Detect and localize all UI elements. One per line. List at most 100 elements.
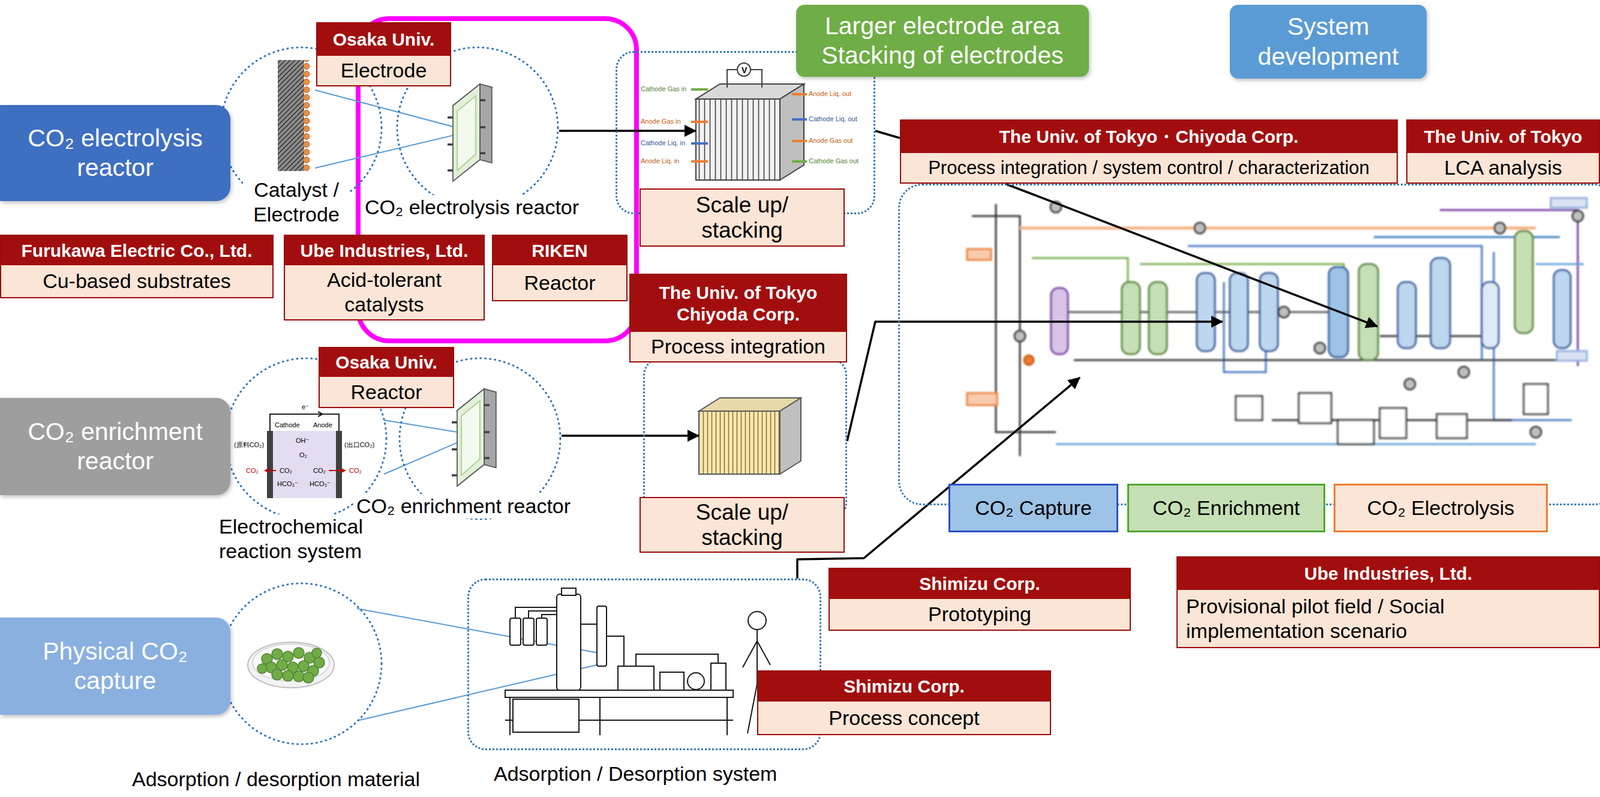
reactor-plate bbox=[452, 83, 480, 182]
stack-illustration bbox=[691, 160, 708, 163]
sorbent-dish bbox=[252, 643, 330, 681]
adsorption-rig bbox=[580, 623, 624, 666]
port-label: Anode Gas in bbox=[640, 117, 681, 126]
process-flowsheet bbox=[1148, 281, 1167, 354]
species-label: Cathode bbox=[274, 421, 300, 429]
sorbent-dish bbox=[293, 670, 305, 682]
stack-illustration bbox=[791, 118, 807, 121]
role-text: LCA analysis bbox=[1407, 152, 1599, 183]
process-flowsheet bbox=[1535, 263, 1584, 266]
process-flowsheet bbox=[1314, 342, 1326, 354]
process-flowsheet bbox=[1572, 210, 1584, 222]
adsorption-rig bbox=[505, 587, 771, 735]
process-flowsheet bbox=[1298, 392, 1332, 423]
process-flowsheet bbox=[1458, 366, 1470, 378]
organization-name: Shimizu Corp. bbox=[829, 568, 1130, 599]
adsorption-rig bbox=[505, 689, 734, 698]
heading-text: System development bbox=[1238, 11, 1419, 71]
process-flowsheet bbox=[1014, 201, 1584, 438]
flow-connector bbox=[561, 434, 699, 437]
category-title: Physical CO₂ capture bbox=[8, 636, 222, 696]
reactor-plate bbox=[451, 388, 497, 486]
reactor-plate bbox=[461, 400, 480, 476]
adsorption-rig bbox=[509, 617, 521, 645]
process-flowsheet bbox=[1073, 359, 1584, 362]
process-flowsheet bbox=[1514, 230, 1533, 333]
reactor-plate bbox=[447, 83, 492, 182]
circle-caption: Electrochemical reaction system bbox=[216, 514, 385, 564]
cell-schematic bbox=[263, 411, 347, 498]
zoom-line bbox=[314, 133, 462, 168]
organization-box: Shimizu Corp.Process concept bbox=[757, 670, 1052, 735]
stack-illustration bbox=[791, 139, 807, 143]
adsorption-rig bbox=[617, 665, 654, 690]
adsorption-rig bbox=[536, 617, 548, 645]
heading-box: Larger electrode area Stacking of electr… bbox=[796, 4, 1089, 77]
stack-illustration bbox=[791, 92, 807, 96]
species-label: (出口CO₂) bbox=[344, 440, 375, 449]
process-flowsheet bbox=[1550, 197, 1587, 208]
process-flowsheet bbox=[1404, 378, 1416, 390]
panel-caption: Adsorption / Desorption system bbox=[491, 761, 780, 786]
port-label: Cathode Gas in bbox=[640, 85, 687, 93]
cell-schematic bbox=[335, 430, 342, 498]
organization-name: Ube Industries, Ltd. bbox=[284, 235, 484, 266]
cell-schematic bbox=[317, 411, 323, 417]
process-flowsheet bbox=[1014, 330, 1026, 342]
stack-illustration bbox=[691, 88, 708, 91]
organization-box: The Univ. of TokyoLCA analysis bbox=[1406, 119, 1600, 184]
circle-caption: Adsorption / desorption material bbox=[129, 766, 423, 792]
adsorption-rig bbox=[635, 653, 719, 666]
role-text: Reactor bbox=[319, 376, 453, 407]
process-flowsheet bbox=[1019, 226, 1536, 230]
stack-illustration bbox=[691, 120, 708, 123]
organization-name: Shimizu Corp. bbox=[758, 671, 1050, 702]
adsorption-rig bbox=[687, 672, 705, 690]
adsorption-rig bbox=[561, 587, 576, 596]
heading-box: System development bbox=[1229, 4, 1427, 79]
organization-box: Furukawa Electric Co., Ltd.Cu-based subs… bbox=[0, 234, 274, 299]
role-text: Process integration bbox=[630, 331, 846, 362]
organization-name: The Univ. of Tokyo・Chiyoda Corp. bbox=[901, 120, 1397, 153]
cell-schematic bbox=[272, 430, 336, 498]
species-label: CO₂ bbox=[313, 466, 326, 475]
sorbent-dish bbox=[311, 647, 322, 658]
dotted-circle bbox=[397, 47, 558, 209]
adsorption-rig bbox=[505, 697, 734, 735]
flow-connector bbox=[559, 129, 696, 132]
species-label: O₂ bbox=[299, 451, 308, 459]
sorbent-dish bbox=[276, 659, 288, 671]
sorbent-dish bbox=[247, 641, 335, 688]
organization-box: The Univ. of Tokyo Chiyoda Corp.Process … bbox=[629, 273, 848, 363]
port-label: Cathode Liq. out bbox=[808, 115, 858, 123]
process-flowsheet bbox=[1494, 222, 1506, 234]
port-label: Anode Liq. in bbox=[640, 157, 680, 165]
zoom-line bbox=[314, 89, 462, 129]
stack-illustration bbox=[791, 160, 807, 163]
stack-illustration bbox=[779, 397, 801, 474]
reactor-plate bbox=[447, 100, 486, 171]
species-label: (原料CO₂) bbox=[233, 440, 264, 449]
organization-name: The Univ. of Tokyo Chiyoda Corp. bbox=[630, 274, 846, 332]
process-flowsheet bbox=[1436, 413, 1467, 438]
species-label: e⁻ bbox=[301, 403, 309, 411]
heading-text: Larger electrode area Stacking of electr… bbox=[813, 11, 1073, 71]
stack-illustration bbox=[698, 397, 801, 474]
stage-text: CO₂ Electrolysis bbox=[1367, 495, 1515, 521]
reactor-plate bbox=[451, 404, 490, 476]
species-label: OH⁻ bbox=[295, 436, 309, 445]
flow-connector bbox=[875, 130, 900, 138]
species-label: CO₂ bbox=[349, 466, 362, 475]
process-flowsheet bbox=[967, 248, 992, 260]
process-flowsheet bbox=[1055, 311, 1332, 314]
process-flowsheet bbox=[1229, 272, 1248, 351]
process-flowsheet bbox=[1523, 383, 1548, 414]
category-title: CO₂ electrolysis reactor bbox=[8, 123, 222, 183]
role-text: Cu-based substrates bbox=[1, 265, 273, 297]
catalyst-image bbox=[277, 59, 312, 171]
sorbent-dish bbox=[247, 641, 335, 688]
process-flowsheet bbox=[1439, 209, 1578, 366]
circle-caption: CO₂ electrolysis reactor bbox=[362, 194, 582, 220]
process-flowsheet bbox=[1187, 245, 1482, 360]
